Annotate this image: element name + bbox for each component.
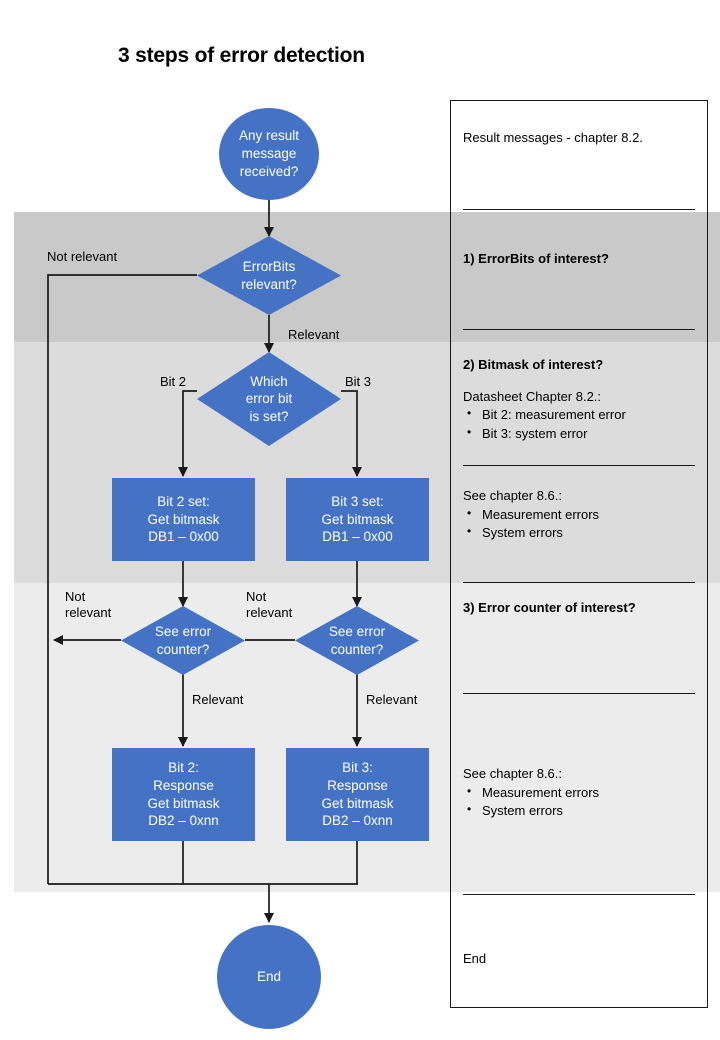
node-errorbits-relevant-label: ErrorBits relevant? xyxy=(241,258,297,292)
node-bit2-response[interactable]: Bit 2: Response Get bitmask DB2 – 0xnn xyxy=(112,748,255,841)
node-bit3-set-label: Bit 3 set: Get bitmask DB1 – 0x00 xyxy=(321,493,394,545)
panel-step-2-block-2-lead: See chapter 8.6.: xyxy=(463,488,563,503)
panel-section-end: End xyxy=(451,894,707,1007)
panel-section-step-2: 2) Bitmask of interest? Datasheet Chapte… xyxy=(451,343,707,585)
list-item: Measurement errors xyxy=(463,505,695,524)
edge-label-relevant-right: Relevant xyxy=(366,692,418,707)
node-see-error-counter-right[interactable]: See error counter? xyxy=(295,606,419,675)
node-start[interactable]: Any result message received? xyxy=(219,108,319,200)
panel-section-step-1: 1) ErrorBits of interest? xyxy=(451,213,707,343)
panel-step-3-block-1-list: Measurement errors System errors xyxy=(463,783,695,821)
panel-step-2-block-2-list: Measurement errors System errors xyxy=(463,505,695,543)
node-bit3-response[interactable]: Bit 3: Response Get bitmask DB2 – 0xnn xyxy=(286,748,429,841)
panel-step-2-heading: 2) Bitmask of interest? xyxy=(463,357,604,372)
edge-label-not-relevant-top: Not relevant xyxy=(47,249,118,264)
panel-section-step-2-refs: See chapter 8.6.: Measurement errors Sys… xyxy=(451,465,707,585)
list-item: Bit 3: system error xyxy=(463,424,695,443)
node-start-label: Any result message received? xyxy=(238,128,300,179)
page-title: 3 steps of error detection xyxy=(118,44,365,67)
panel-section-step-3: 3) Error counter of interest? xyxy=(451,582,707,707)
panel-divider-1 xyxy=(463,209,695,210)
panel-section-step-3-refs: See chapter 8.6.: Measurement errors Sys… xyxy=(451,693,707,899)
list-item: System errors xyxy=(463,801,695,820)
node-end-label: End xyxy=(256,969,282,985)
node-errorbits-relevant[interactable]: ErrorBits relevant? xyxy=(197,236,341,315)
node-which-error-bit[interactable]: Which error bit is set? xyxy=(197,352,341,446)
list-item: Bit 2: measurement error xyxy=(463,405,695,424)
edge-label-bit2: Bit 2 xyxy=(160,374,187,389)
panel-step-1-heading: 1) ErrorBits of interest? xyxy=(463,251,609,266)
panel-step-2-block-1-lead: Datasheet Chapter 8.2.: xyxy=(463,388,602,404)
node-bit3-set[interactable]: Bit 3 set: Get bitmask DB1 – 0x00 xyxy=(286,478,429,561)
node-see-error-counter-left[interactable]: See error counter? xyxy=(121,606,245,675)
edge-label-bit3: Bit 3 xyxy=(345,374,372,389)
node-see-error-counter-left-label: See error counter? xyxy=(154,623,212,657)
edge-label-relevant-top: Relevant xyxy=(288,327,340,342)
panel-divider-5 xyxy=(463,693,695,694)
panel-divider-2 xyxy=(463,329,695,330)
panel-step-3-heading: 3) Error counter of interest? xyxy=(463,600,636,615)
node-bit3-response-label: Bit 3: Response Get bitmask DB2 – 0xnn xyxy=(321,759,394,829)
node-bit2-response-label: Bit 2: Response Get bitmask DB2 – 0xnn xyxy=(147,759,220,829)
edge-label-not-relevant-left: Not relevant xyxy=(65,589,112,621)
panel-divider-4 xyxy=(463,582,695,583)
list-item: Measurement errors xyxy=(463,783,695,802)
panel-step-3-block-1-lead: See chapter 8.6.: xyxy=(463,766,563,781)
edge-label-relevant-left: Relevant xyxy=(192,692,244,707)
panel-section-result-messages: Result messages - chapter 8.2. xyxy=(451,101,707,213)
panel-end-text: End xyxy=(463,951,487,966)
panel-step-2-block-1-list: Bit 2: measurement error Bit 3: system e… xyxy=(463,405,695,443)
node-bit2-set[interactable]: Bit 2 set: Get bitmask DB1 – 0x00 xyxy=(112,478,255,561)
node-end[interactable]: End xyxy=(217,925,321,1029)
list-item: System errors xyxy=(463,523,695,542)
node-bit2-set-label: Bit 2 set: Get bitmask DB1 – 0x00 xyxy=(147,493,220,545)
panel-divider-6 xyxy=(463,894,695,895)
node-see-error-counter-right-label: See error counter? xyxy=(328,623,386,657)
node-which-error-bit-label: Which error bit is set? xyxy=(245,373,293,424)
edge-label-not-relevant-mid: Not relevant xyxy=(246,589,293,621)
annotation-panel: Result messages - chapter 8.2. 1) ErrorB… xyxy=(450,100,708,1008)
panel-divider-3 xyxy=(463,465,695,466)
panel-result-messages-text: Result messages - chapter 8.2. xyxy=(463,130,643,145)
